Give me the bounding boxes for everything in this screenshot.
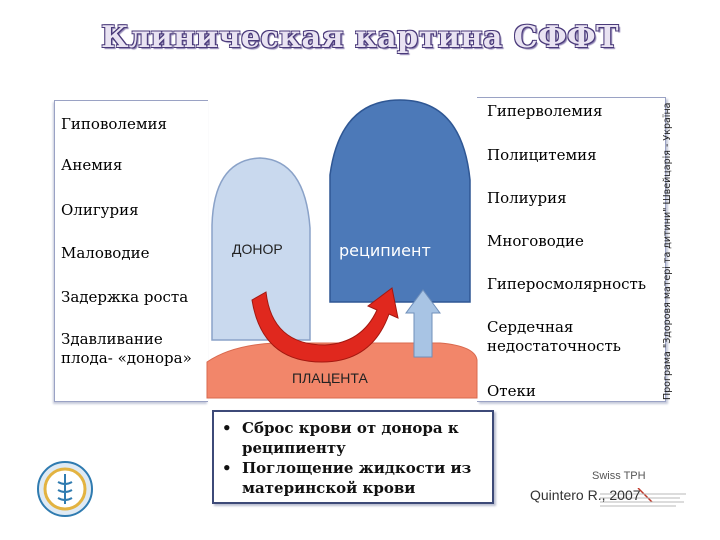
swiss-tph-logo-lines (600, 488, 686, 507)
right-item: Гиперволемия (487, 102, 603, 120)
mechanism-box: •Сброс крови от донора к реципиенту •Пог… (212, 410, 494, 504)
program-emblem-icon (37, 461, 93, 517)
left-item: Анемия (61, 156, 123, 174)
recipient-fetus-shape (329, 99, 471, 303)
swiss-tph-logo: Swiss TPH (592, 470, 646, 482)
donor-symptoms-panel: Гиповолемия Анемия Олигурия Маловодие За… (54, 100, 208, 402)
donor-fetus-shape (211, 157, 311, 341)
recipient-symptoms-panel: Гиперволемия Полицитемия Полиурия Многов… (477, 97, 666, 402)
left-item: Гиповолемия (61, 115, 167, 133)
right-item: Многоводие (487, 232, 584, 250)
placenta-label: ПЛАЦЕНТА (292, 370, 368, 386)
program-note: Програма "Здоровя матері та дитини" Швей… (662, 102, 673, 400)
fluid-uptake-arrow (405, 289, 441, 358)
slide-title: Клиническая картина СФФТ (101, 20, 619, 55)
left-item: Задержка роста (61, 288, 189, 306)
left-item: Здавливание плода- «донора» (61, 330, 192, 367)
left-item: Олигурия (61, 201, 139, 219)
right-item: Гиперосмолярность (487, 275, 647, 293)
bullet-item: •Сброс крови от донора к реципиенту (222, 419, 459, 457)
right-item: Полицитемия (487, 146, 597, 164)
citation: Quintero R., 2007 (530, 487, 641, 503)
recipient-label: реципиент (339, 241, 431, 260)
right-item: Сердечная недостаточность (487, 318, 621, 355)
donor-label: ДОНОР (232, 241, 283, 257)
bullet-text: Поглощение жидкости из материнской крови (242, 459, 472, 497)
transfusion-arrow (251, 287, 399, 363)
left-item: Маловодие (61, 244, 150, 262)
bullet-item: •Поглощение жидкости из материнской кров… (222, 459, 472, 497)
right-item: Полиурия (487, 189, 567, 207)
bullet-text: Сброс крови от донора к реципиенту (242, 419, 459, 457)
right-item: Отеки (487, 382, 536, 400)
